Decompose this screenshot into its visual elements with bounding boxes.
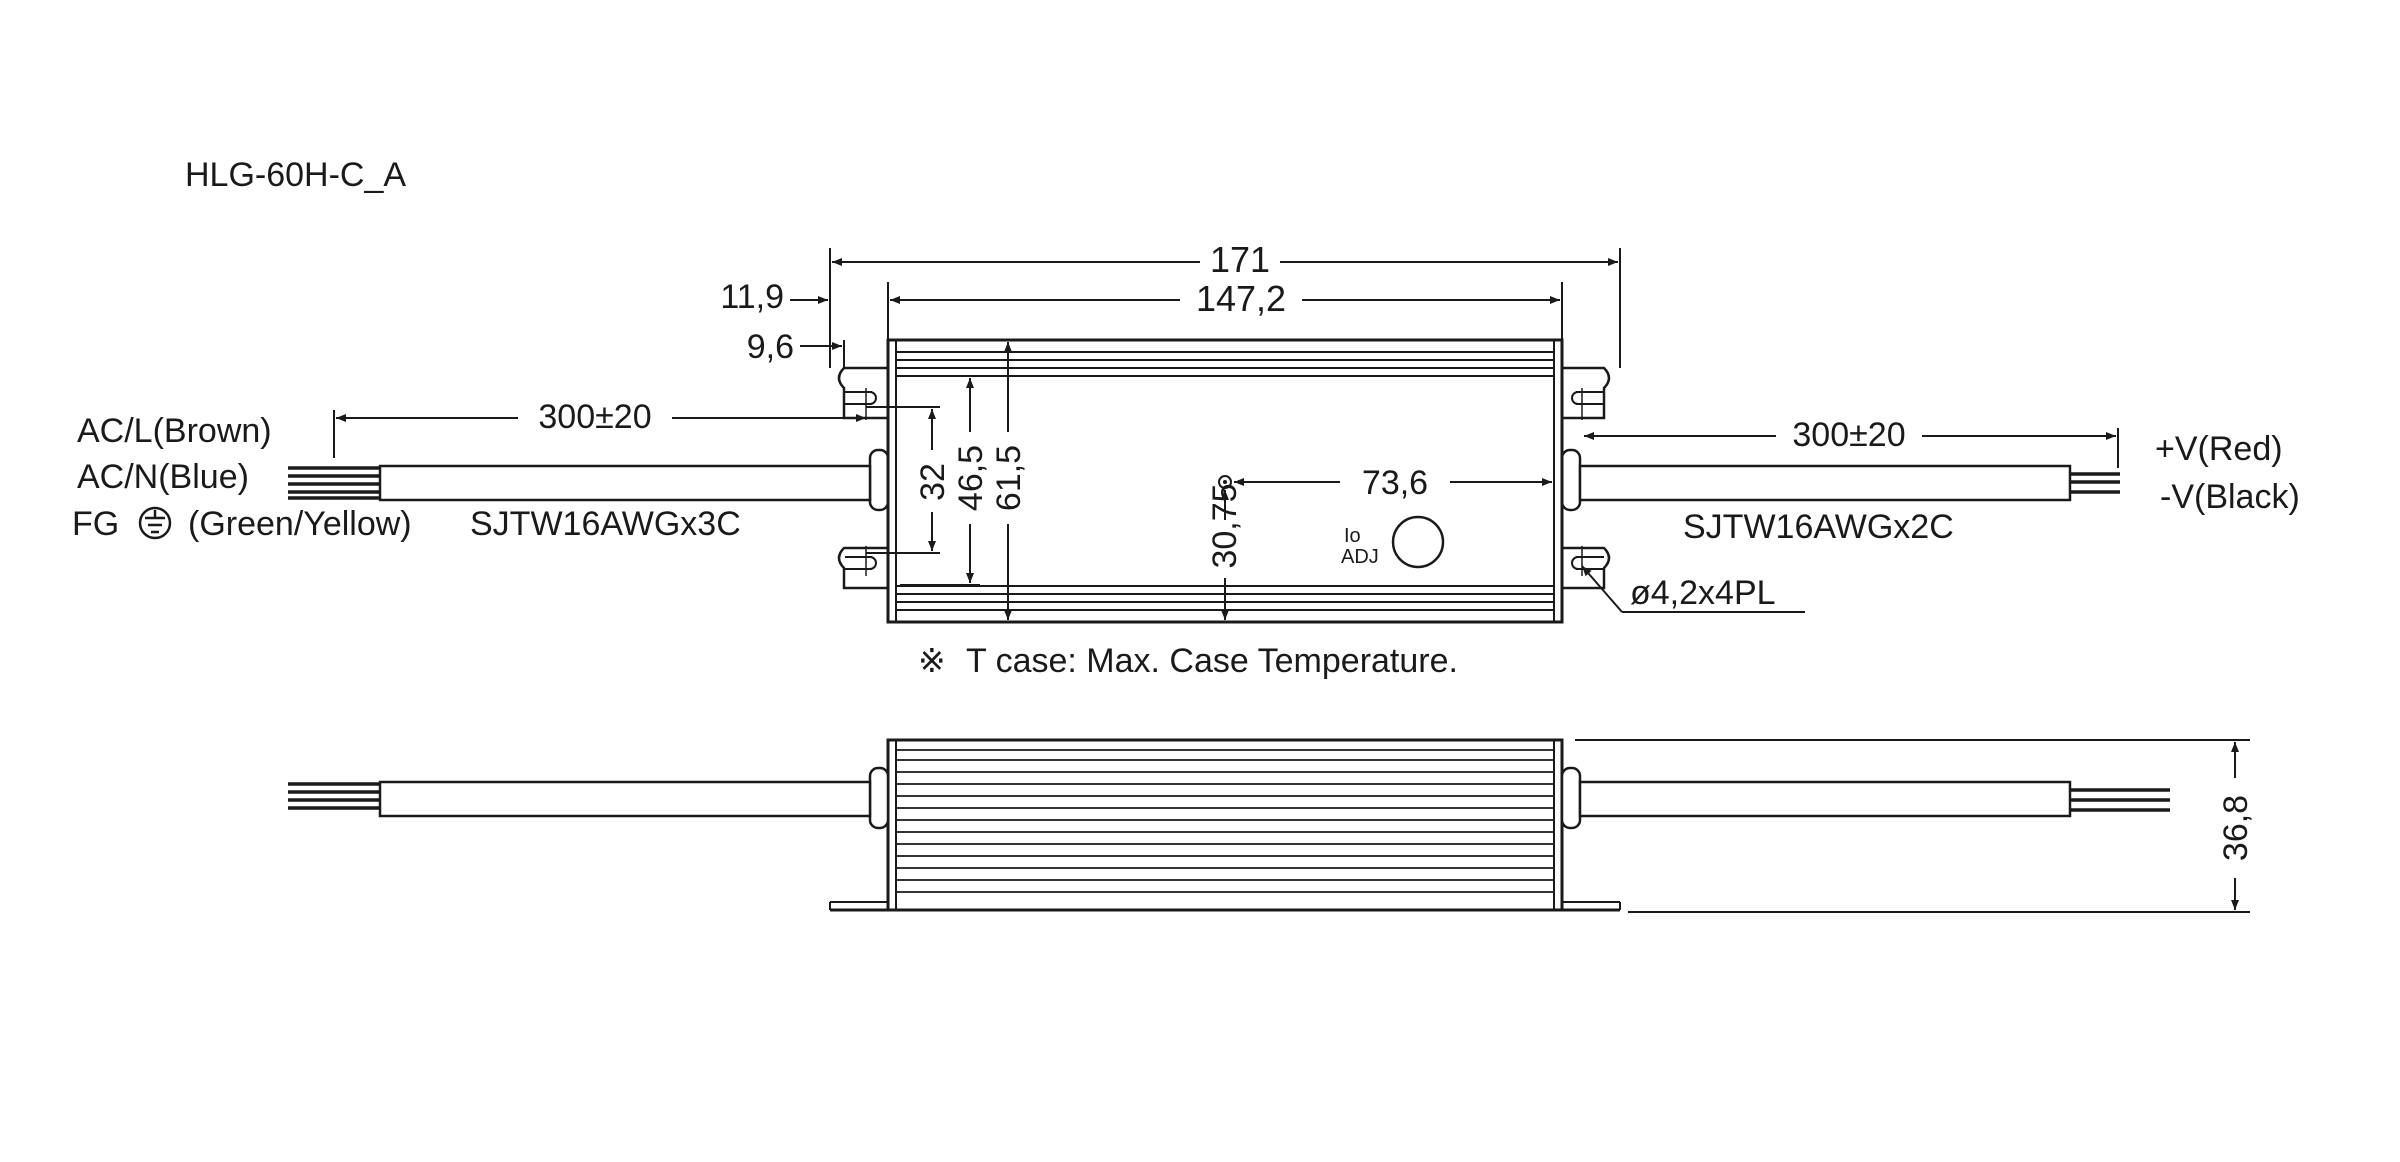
dim-tc-x: 73,6 [1362, 464, 1428, 502]
label-output-cable: SJTW16AWGx2C [1683, 508, 1954, 546]
dim-hole-spacing: 32 [914, 463, 952, 501]
dim-overall-width: 61,5 [990, 445, 1028, 511]
dim-right-wire-length: 300±20 [1792, 416, 1905, 454]
dimension-lines [333, 248, 2119, 620]
dim-tc-y: 30,75 [1206, 483, 1244, 568]
note-text: T case: Max. Case Temperature. [966, 642, 1458, 680]
side-view [288, 738, 2250, 913]
label-v-plus: +V(Red) [2155, 430, 2283, 468]
dim-left-wire-length: 300±20 [538, 398, 651, 436]
dim-height: 36,8 [2217, 795, 2255, 861]
top-view: Io ADJ [288, 338, 2120, 624]
adj-label: ADJ [1341, 546, 1379, 568]
dim-case-length: 147,2 [1196, 278, 1286, 319]
model-title: HLG-60H-C_A [185, 156, 406, 194]
input-cable [288, 464, 872, 502]
io-label: Io [1344, 525, 1361, 547]
reference-mark-icon: ※ [918, 642, 946, 679]
dim-bracket-offset-outer: 11,9 [720, 278, 784, 316]
label-input-cable: SJTW16AWGx3C [470, 505, 741, 543]
earth-ground-icon [138, 506, 172, 540]
label-ac-l: AC/L(Brown) [77, 412, 272, 450]
label-fg: FG [72, 505, 119, 543]
adjust-potentiometer-icon [1391, 515, 1445, 569]
dim-overall-length: 171 [1210, 239, 1270, 280]
output-cable [1578, 464, 2120, 502]
label-v-minus: -V(Black) [2160, 478, 2300, 516]
dim-bracket-offset-inner: 9,6 [747, 328, 794, 366]
dim-mount-hole: ø4,2x4PL [1630, 574, 1776, 612]
label-fg-color: (Green/Yellow) [188, 505, 412, 543]
input-cable-gland [868, 448, 890, 512]
dim-case-width: 46,5 [952, 445, 990, 511]
left-mounting-bracket [837, 366, 890, 590]
label-ac-n: AC/N(Blue) [77, 458, 249, 496]
output-cable-gland [1560, 448, 1582, 512]
